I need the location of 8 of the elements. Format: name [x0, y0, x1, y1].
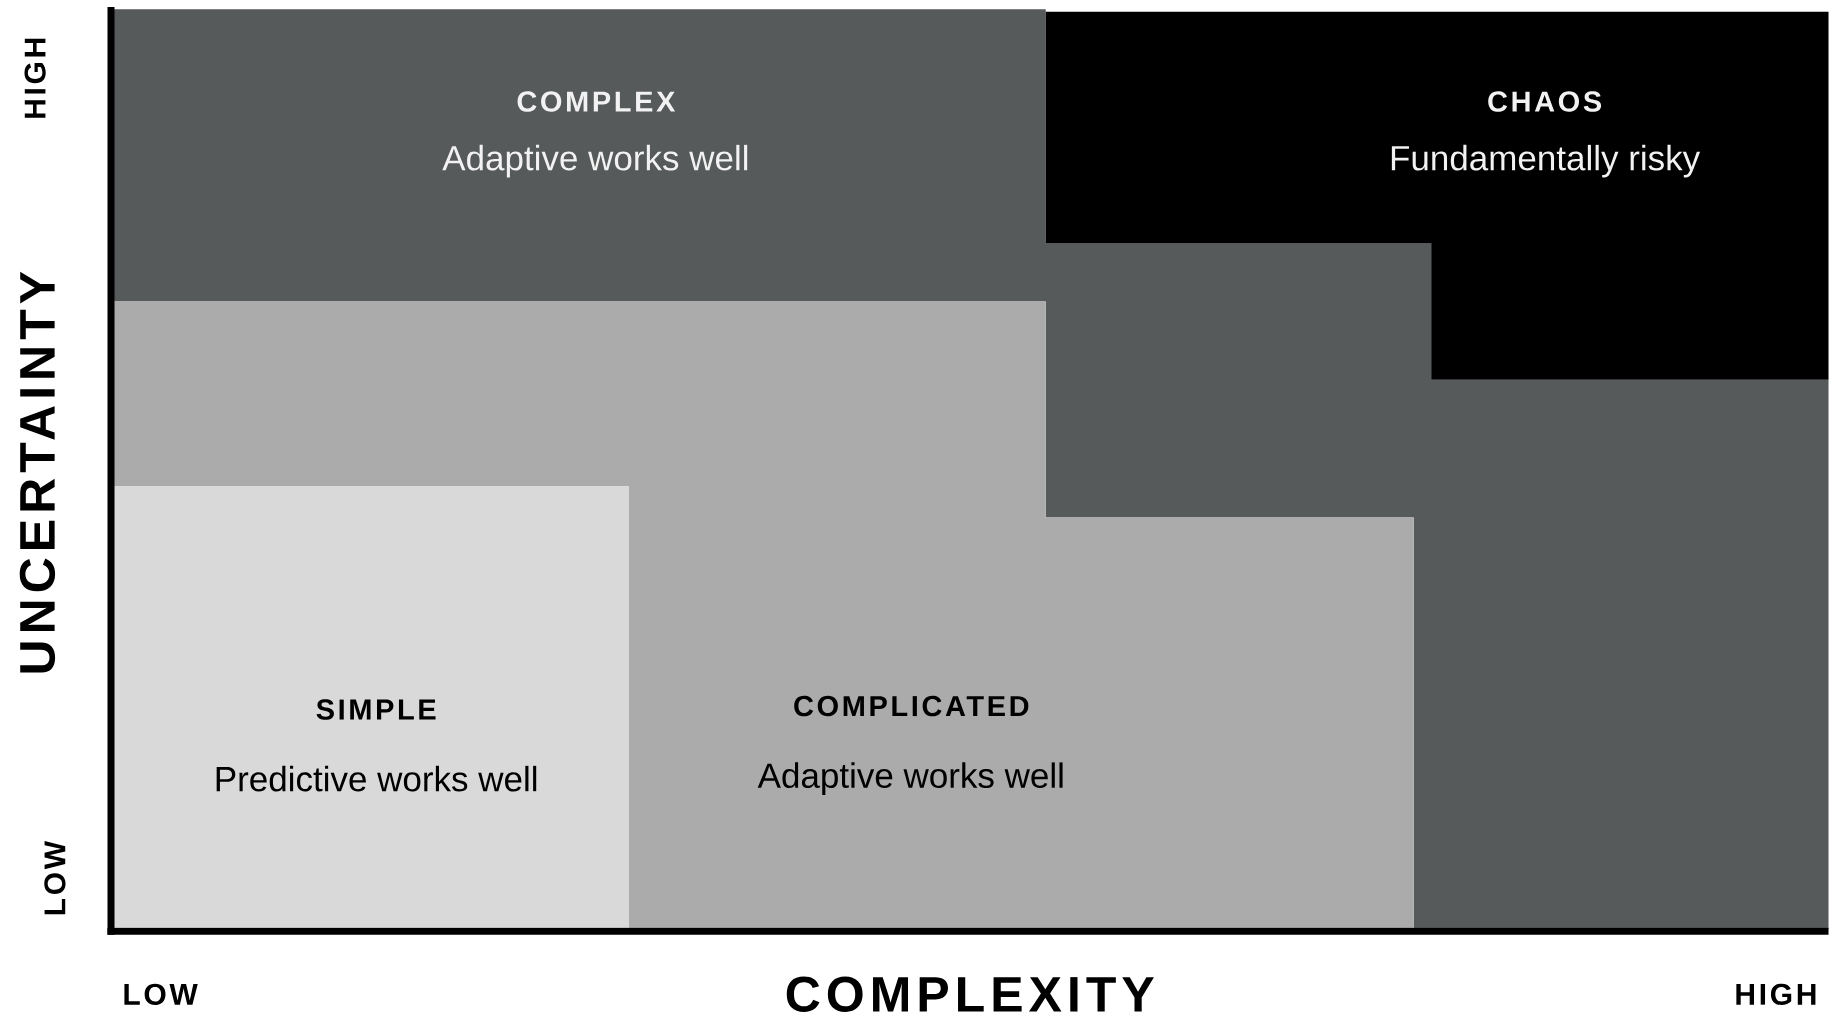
axis-title: UNCERTAINTY [19, 271, 56, 673]
axis-end-label: HIGH [1736, 983, 1816, 1005]
chaos-region: CHAOS Fundamentally risky [1045, 11, 1829, 380]
axis-end-label: HIGH [24, 38, 46, 118]
simple-region: SIMPLE Predictive works well [113, 486, 629, 929]
axis-end-label: LOW [124, 983, 198, 1005]
axis-end-label: LOW [44, 840, 66, 915]
axis-title: COMPLEXITY [786, 976, 1154, 1012]
